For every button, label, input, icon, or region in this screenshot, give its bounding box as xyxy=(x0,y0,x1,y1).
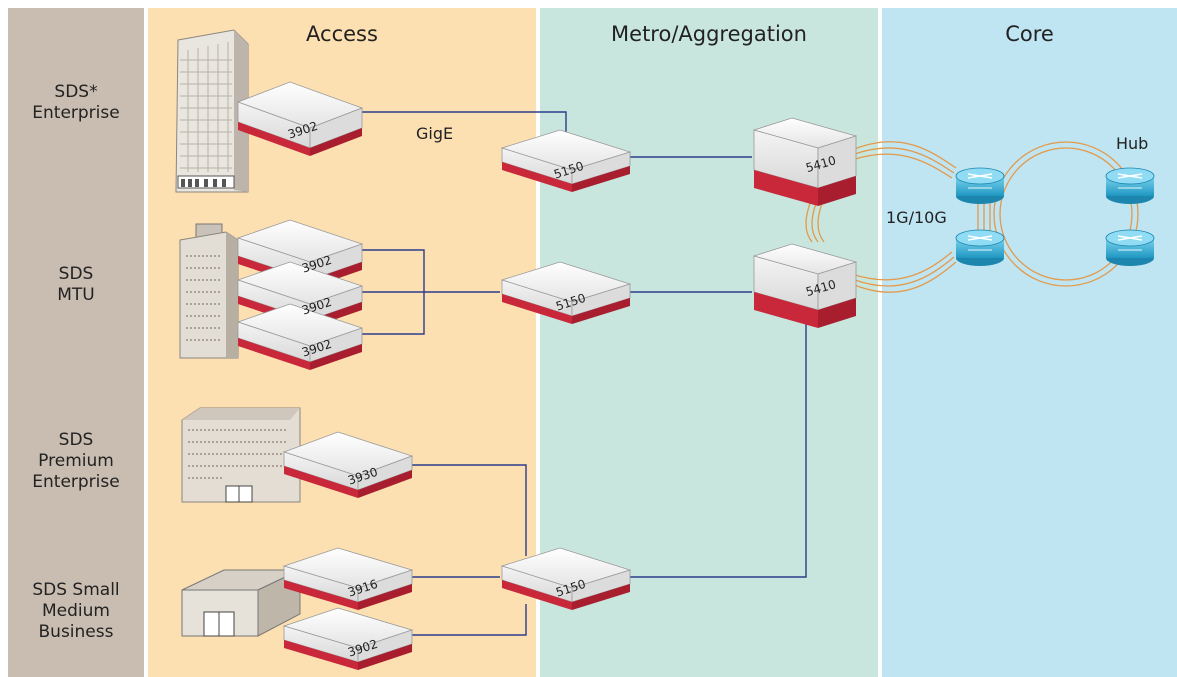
hub-router-icon[interactable] xyxy=(1105,229,1155,266)
device-5150-mtu[interactable] xyxy=(500,261,632,324)
row-label-line: SDS xyxy=(58,430,94,450)
column-title-access: Access xyxy=(306,22,378,46)
device-3902-smb[interactable] xyxy=(282,607,414,670)
row-label-line: Medium xyxy=(42,601,110,622)
core-ring-links xyxy=(805,141,1139,293)
enterprise-building-icon xyxy=(175,29,249,193)
device-5410-top[interactable] xyxy=(752,117,858,206)
mtu-building-icon xyxy=(179,223,239,359)
row-label-line: MTU xyxy=(57,285,95,306)
device-3930-premium[interactable] xyxy=(282,431,414,498)
row-label-line: SDS* xyxy=(54,82,98,102)
core-router-icon[interactable] xyxy=(955,229,1005,266)
hub-router-icon[interactable] xyxy=(1105,167,1155,204)
hub-label: Hub xyxy=(1116,134,1149,153)
row-label-line: Premium xyxy=(38,451,114,472)
row-label-line: Enterprise xyxy=(32,103,120,124)
core-band xyxy=(882,8,1177,677)
device-3916-smb[interactable] xyxy=(282,547,414,610)
smb-building-icon xyxy=(181,569,301,637)
column-title-metro: Metro/Aggregation xyxy=(611,22,807,46)
link-smb3902-smb5150 xyxy=(412,604,527,636)
device-3902-enterprise[interactable] xyxy=(236,81,364,156)
row-label-mtu: SDS MTU xyxy=(8,264,144,306)
link-3930-smb5150 xyxy=(412,464,527,556)
premium-building-icon xyxy=(181,407,301,503)
row-label-line: Enterprise xyxy=(32,472,120,493)
device-3902-mtu-c[interactable] xyxy=(236,303,364,370)
core-router-icon[interactable] xyxy=(955,167,1005,204)
access-links xyxy=(362,111,807,636)
row-label-line: SDS xyxy=(58,264,94,284)
row-label-line: SDS Small xyxy=(32,580,120,600)
row-label-line: Business xyxy=(38,622,114,643)
row-label-band xyxy=(8,8,144,677)
column-title-core: Core xyxy=(1005,22,1054,46)
row-label-premium: SDS Premium Enterprise xyxy=(8,430,144,493)
device-5410-mid[interactable] xyxy=(752,243,858,328)
link-smb5150-mid5410 xyxy=(630,318,807,578)
device-5150-enterprise[interactable] xyxy=(500,129,632,192)
row-label-enterprise: SDS* Enterprise xyxy=(8,82,144,124)
link-speed-label: 1G/10G xyxy=(886,208,947,227)
gige-label: GigE xyxy=(416,124,454,143)
row-label-smb: SDS Small Medium Business xyxy=(8,580,144,643)
link-ent3902-5150 xyxy=(362,111,567,132)
device-5150-smb[interactable] xyxy=(500,547,632,610)
